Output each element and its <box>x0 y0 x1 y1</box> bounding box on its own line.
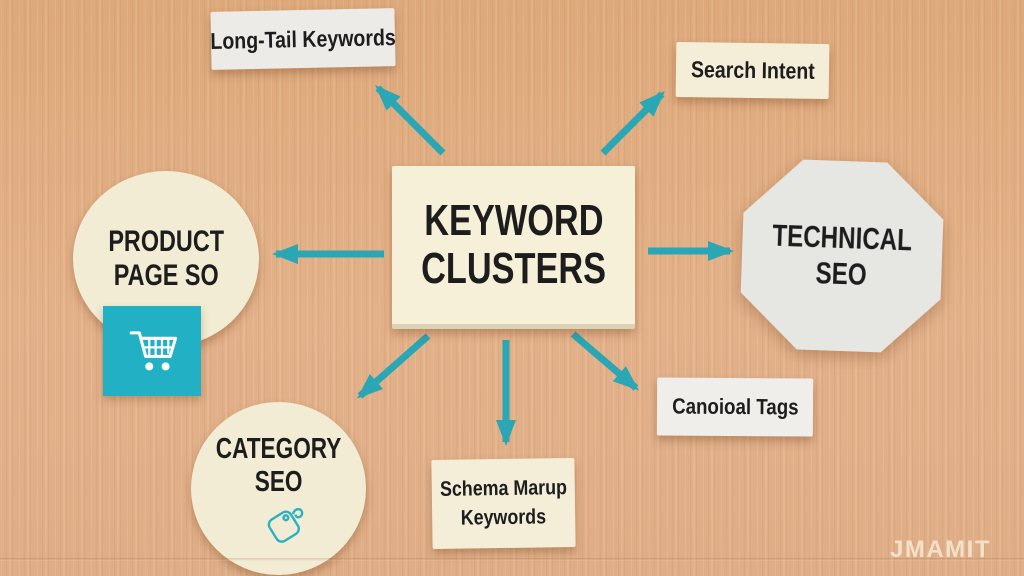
canonical-tags-label: Canoioal Tags <box>656 377 814 437</box>
canonical-tags-text: Canoioal Tags <box>671 393 799 420</box>
category-seo-line1: CATEGORY <box>215 432 342 465</box>
category-seo-circle: CATEGORY SEO <box>191 402 366 575</box>
product-page-line1: PRODUCT <box>108 224 224 258</box>
arrow-to-category-seo <box>357 333 431 399</box>
shopping-cart-tile <box>103 306 201 396</box>
arrow-to-long-tail-keywords <box>375 85 446 156</box>
shopping-cart-icon <box>129 331 178 371</box>
wood-plank-seam <box>0 558 1024 561</box>
watermark: JMAMIT <box>890 536 991 563</box>
search-intent-label: Search Intent <box>675 41 830 100</box>
technical-seo-line1: TECHNICAL <box>772 217 914 258</box>
keyword-clusters-card: KEYWORD CLUSTERS <box>392 166 635 329</box>
arrow-to-canonical-tags <box>570 331 640 391</box>
long-tail-keywords-label: Long-Tail Keywords <box>210 8 396 70</box>
keyword-clusters-title-line2: CLUSTERS <box>421 244 606 293</box>
search-intent-text: Search Intent <box>690 56 815 84</box>
schema-markup-line1: Schema Marup <box>439 476 567 502</box>
technical-seo-line2: SEO <box>815 255 868 292</box>
category-seo-line2: SEO <box>254 466 303 498</box>
product-page-line2: PAGE SO <box>113 259 219 292</box>
schema-markup-keywords-label: Schema Marup Keywords <box>431 458 576 549</box>
technical-seo-octagon: TECHNICAL SEO <box>739 158 946 355</box>
price-tag-icon <box>267 508 303 544</box>
technical-seo-shape: TECHNICAL SEO <box>739 158 946 355</box>
arrow-to-search-intent <box>600 91 665 156</box>
keyword-clusters-title-line1: KEYWORD <box>423 196 604 246</box>
long-tail-keywords-text: Long-Tail Keywords <box>210 23 396 54</box>
schema-markup-line2: Keywords <box>460 504 547 530</box>
